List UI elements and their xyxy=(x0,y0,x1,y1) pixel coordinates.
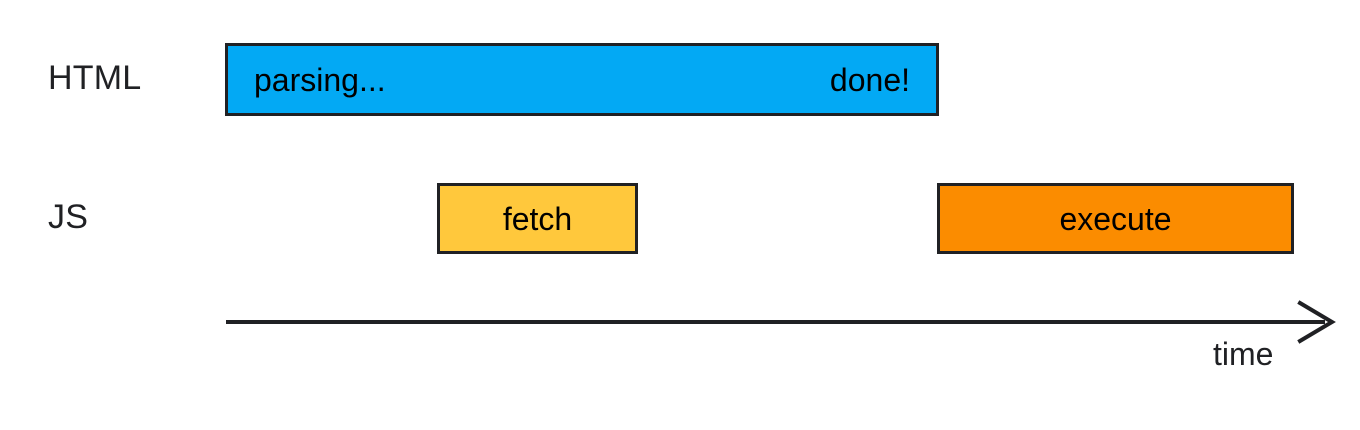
arrow-right-icon xyxy=(1297,300,1336,344)
row-label-js: JS xyxy=(48,198,89,236)
time-axis-label: time xyxy=(1213,336,1274,372)
row-label-html: HTML xyxy=(48,59,142,97)
